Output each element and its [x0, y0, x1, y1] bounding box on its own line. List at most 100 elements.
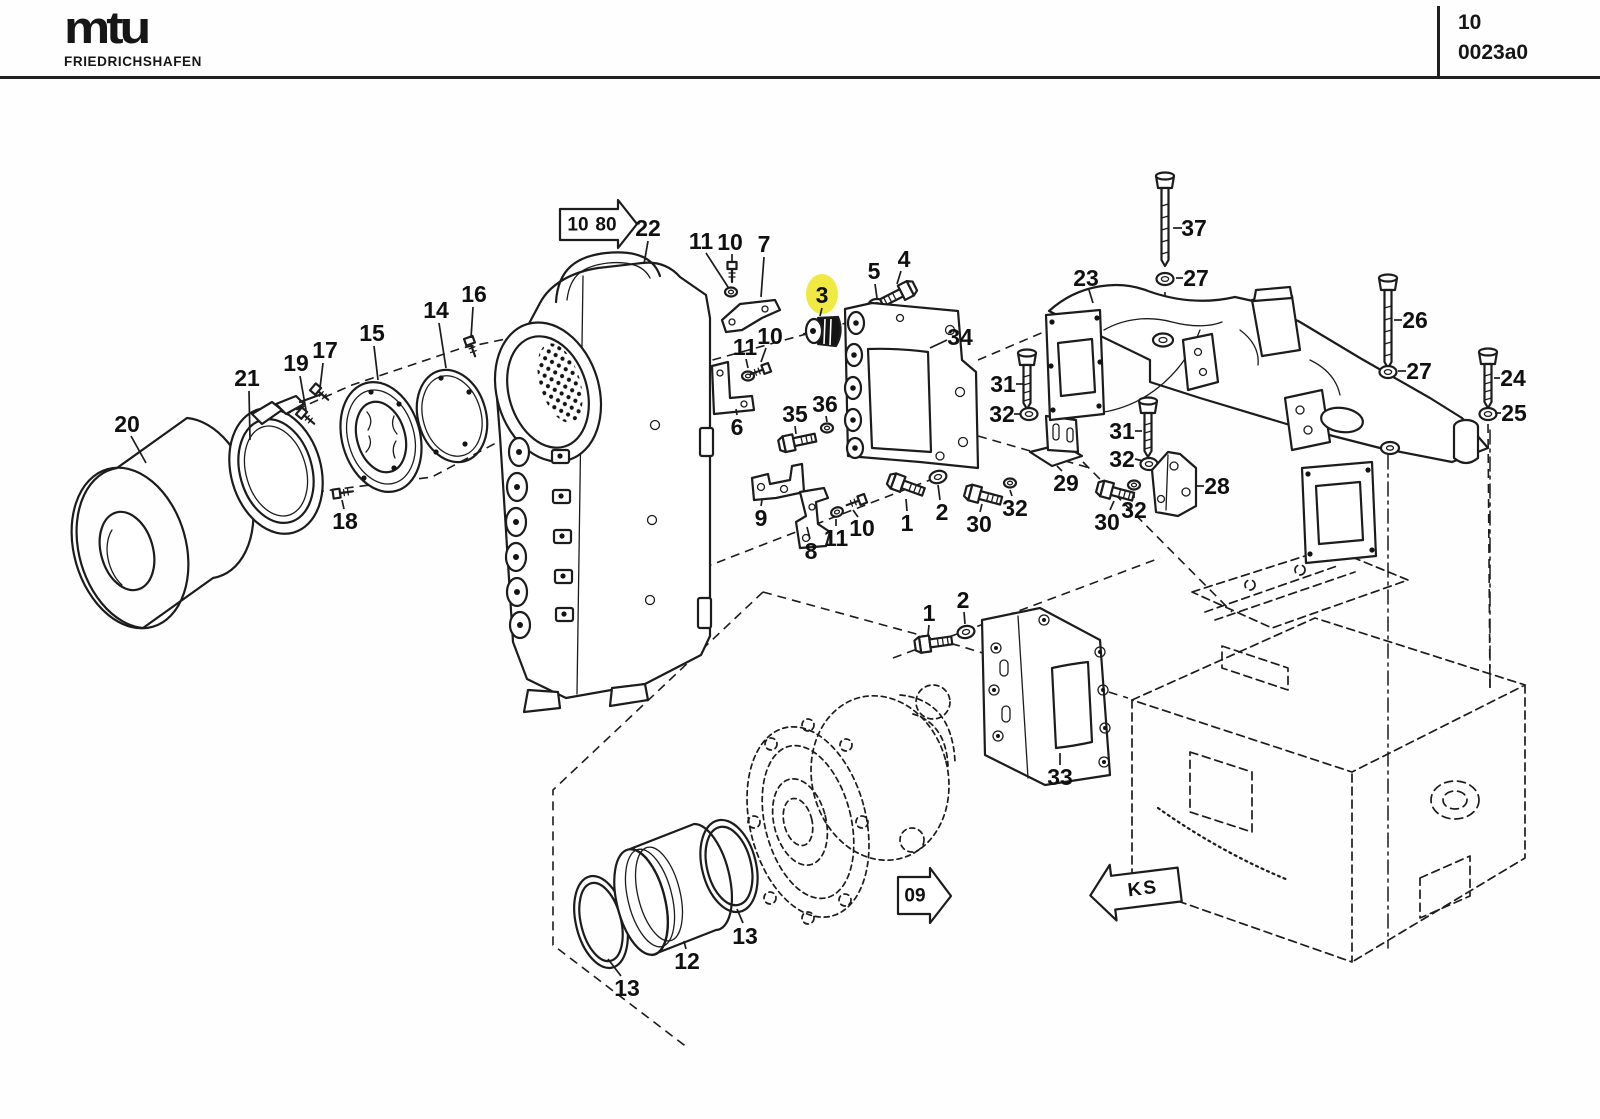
callout-label-19: 19 — [283, 350, 309, 376]
part-clamp-ring — [228, 392, 324, 535]
callout-label-17: 17 — [312, 337, 338, 363]
callout-label-10: 10 — [717, 229, 743, 255]
callout-label-11: 11 — [733, 334, 758, 360]
callout-label-11: 11 — [689, 228, 714, 254]
washer-27-right — [1378, 364, 1398, 380]
part-elbow-duct-23 — [1044, 283, 1490, 464]
bolt-10-low — [844, 492, 869, 511]
callout-label-1: 1 — [923, 600, 936, 626]
bolt-30-left — [962, 482, 1005, 510]
callout-label-32: 32 — [1109, 446, 1135, 472]
mtu-logo-subtext: FRIEDRICHSHAFEN — [64, 54, 203, 69]
callout-label-13: 13 — [732, 923, 758, 949]
callout-label-1: 1 — [901, 510, 914, 536]
sheet-codes: 10 0023a0 — [1458, 8, 1528, 69]
washer-32-d — [1126, 479, 1142, 491]
callout-label-2: 2 — [936, 499, 949, 525]
callout-leader — [979, 503, 983, 513]
bolt-31-right — [1137, 396, 1159, 459]
callout-label-21: 21 — [234, 365, 260, 391]
highlight-layer — [806, 274, 838, 314]
bolt-18 — [331, 485, 355, 500]
washer-2-low — [955, 623, 977, 641]
callout-label-2: 2 — [957, 587, 970, 613]
mtu-logo-text: mtu — [64, 2, 151, 54]
callout-leader — [1088, 289, 1094, 304]
callout-leader — [819, 307, 823, 317]
callout-leader — [905, 498, 908, 512]
callout-label-26: 26 — [1402, 307, 1428, 333]
callout-label-33: 33 — [1047, 764, 1073, 790]
washer-32-a — [1019, 406, 1039, 422]
callout-label-8: 8 — [805, 538, 818, 564]
callout-leader — [319, 362, 324, 389]
sheet-page-number: 10 — [1458, 11, 1482, 34]
bolt-37 — [1154, 171, 1176, 268]
callout-label-32: 32 — [1002, 495, 1028, 521]
callout-label-32: 32 — [989, 401, 1015, 427]
part-bracket-9 — [750, 462, 806, 502]
callout-label-6: 6 — [731, 414, 744, 440]
callout-leader — [373, 345, 379, 381]
bolt-26 — [1377, 273, 1399, 370]
callout-label-31: 31 — [1109, 418, 1135, 444]
ref-to-sheet: 09 — [904, 886, 925, 907]
callout-leader — [760, 256, 765, 298]
callout-leader — [927, 624, 930, 636]
washer-2-mid — [927, 467, 949, 487]
sheet-drawing-code: 0023a0 — [1458, 41, 1529, 65]
callout-leader — [683, 940, 687, 950]
callout-label-15: 15 — [359, 320, 385, 346]
callout-label-28: 28 — [1204, 473, 1230, 499]
ref-from-first: 10 — [567, 215, 588, 236]
callout-leader — [1109, 500, 1115, 511]
callout-label-23: 23 — [1073, 265, 1099, 291]
mtu-logo: mtu FRIEDRICHSHAFEN — [64, 2, 202, 69]
callout-leader — [1134, 458, 1144, 462]
callout-label-11: 11 — [824, 525, 849, 551]
callout-label-16: 16 — [461, 281, 487, 307]
ref-arrow-from-10-80: 10 80 — [558, 198, 639, 250]
part-intercooler-housing — [493, 251, 715, 714]
callout-label-12: 12 — [674, 948, 700, 974]
part-duct-sleeve-12 — [613, 822, 733, 957]
part-support-beam — [1151, 285, 1480, 565]
ref-from-second: 80 — [595, 215, 616, 236]
part-bracket-6 — [710, 360, 756, 416]
ref-arrow-ks: KS — [1089, 863, 1183, 922]
callout-leader — [341, 499, 345, 510]
callout-label-36: 36 — [812, 391, 838, 417]
callout-leader — [852, 509, 859, 518]
engine-block-dashed-outline — [1131, 547, 1526, 963]
callout-leader — [643, 240, 649, 265]
callout-leader — [735, 408, 738, 416]
callout-label-30: 30 — [1094, 509, 1120, 535]
bolt-31-left — [1016, 348, 1038, 411]
callout-leader — [896, 270, 902, 285]
callout-label-10: 10 — [849, 515, 875, 541]
callout-label-3: 3 — [816, 282, 829, 308]
header-divider — [1437, 6, 1440, 76]
callout-label-18: 18 — [332, 508, 358, 534]
bolt-1-low — [912, 631, 954, 655]
callout-leader — [299, 375, 307, 411]
callout-leader — [794, 425, 797, 435]
part-rubber-mount-3 — [802, 315, 842, 348]
ref-engine-side: KS — [1127, 877, 1160, 902]
part-bracket-29 — [1028, 414, 1084, 468]
callout-leader — [806, 526, 811, 540]
callout-leader — [736, 908, 744, 924]
callout-leader — [963, 611, 966, 625]
part-flange-ring — [339, 381, 423, 493]
ref-arrow-to-09: 09 — [896, 866, 953, 925]
part-air-filter-element — [70, 416, 255, 630]
callout-leader — [1056, 465, 1063, 472]
callout-label-20: 20 — [114, 411, 140, 437]
washer-32-b — [1002, 477, 1018, 489]
callout-leader — [248, 390, 251, 441]
bolt-35 — [776, 428, 819, 455]
callout-label-22: 22 — [635, 215, 661, 241]
callout-leader — [438, 322, 447, 369]
callout-leader — [1009, 489, 1013, 497]
